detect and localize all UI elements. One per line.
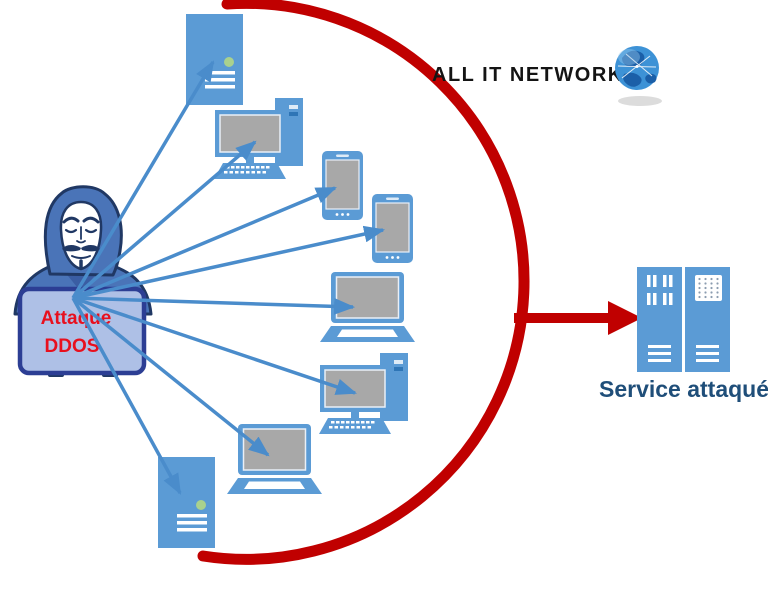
- attack-arrow-3: [72, 186, 337, 300]
- hacker-figure: [13, 185, 153, 316]
- globe-icon: [615, 46, 662, 106]
- funnel-arc: [197, 0, 530, 565]
- attack-arrow-6: [72, 296, 357, 395]
- attack-arrow-2: [71, 140, 257, 300]
- attack-arrows: [71, 60, 386, 495]
- attack-arrow-1: [71, 60, 215, 299]
- botnet-desktop-bottom: [318, 352, 409, 435]
- target-label: Service attaqué: [599, 376, 768, 402]
- attack-arrow-5: [72, 296, 356, 315]
- attacker-label-line2: DDOS: [45, 336, 100, 357]
- attacked-service-servers: [637, 267, 730, 372]
- attack-arrow-7: [71, 296, 270, 457]
- botnet-smartphone-2: [371, 193, 414, 264]
- attack-flow-arrow: [514, 301, 642, 335]
- attack-arrow-8: [71, 297, 182, 495]
- botnet-smartphone-1: [321, 150, 364, 221]
- logo-text: ALL IT NETWORK: [432, 64, 624, 86]
- attack-arrow-4: [72, 225, 386, 300]
